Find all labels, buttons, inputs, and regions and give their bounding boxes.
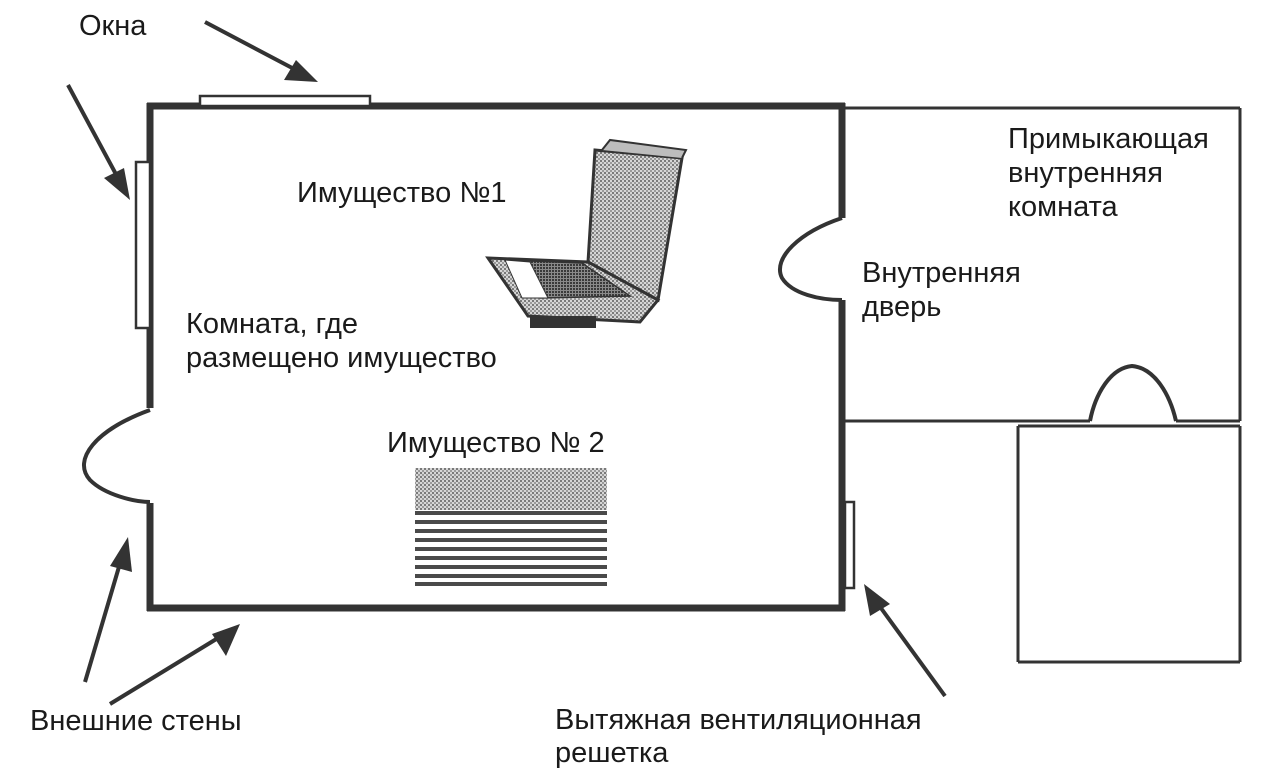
label-inner-door-line-1: Внутренняя — [862, 257, 1021, 289]
inner-door — [778, 216, 843, 302]
label-external-walls: Внешние стены — [30, 705, 242, 737]
arrow-to-left-window — [66, 84, 130, 200]
label-adjacent-room-line-3: комната — [1008, 191, 1119, 223]
label-inner-door-line-2: дверь — [862, 291, 941, 323]
arrow-to-top-window — [204, 20, 318, 82]
arrow-to-bottom-wall — [108, 624, 240, 706]
laptop-icon — [485, 138, 688, 328]
label-property-1: Имущество №1 — [297, 177, 507, 209]
adjacent-room — [842, 106, 1242, 423]
left-window — [134, 160, 152, 330]
label-adjacent-room-line-1: Примыкающая — [1008, 123, 1209, 155]
label-vent-line-2: решетка — [555, 737, 669, 769]
label-property-2: Имущество № 2 — [387, 427, 605, 459]
label-room-line-2: размещено имущество — [186, 342, 497, 374]
arrow-to-external-door — [83, 537, 132, 683]
arrow-to-vent-grate — [864, 584, 947, 698]
top-window — [198, 94, 372, 108]
label-adjacent-room-line-2: внутренняя — [1008, 157, 1163, 189]
label-windows: Окна — [79, 10, 147, 42]
vent-grate — [843, 500, 856, 590]
label-vent-line-1: Вытяжная вентиляционная — [555, 704, 922, 736]
label-room-line-1: Комната, где — [186, 308, 358, 340]
external-door — [82, 408, 151, 504]
adjacent-room-door — [1088, 363, 1178, 422]
lower-room — [1016, 424, 1242, 664]
property2-stack-icon — [415, 468, 607, 586]
